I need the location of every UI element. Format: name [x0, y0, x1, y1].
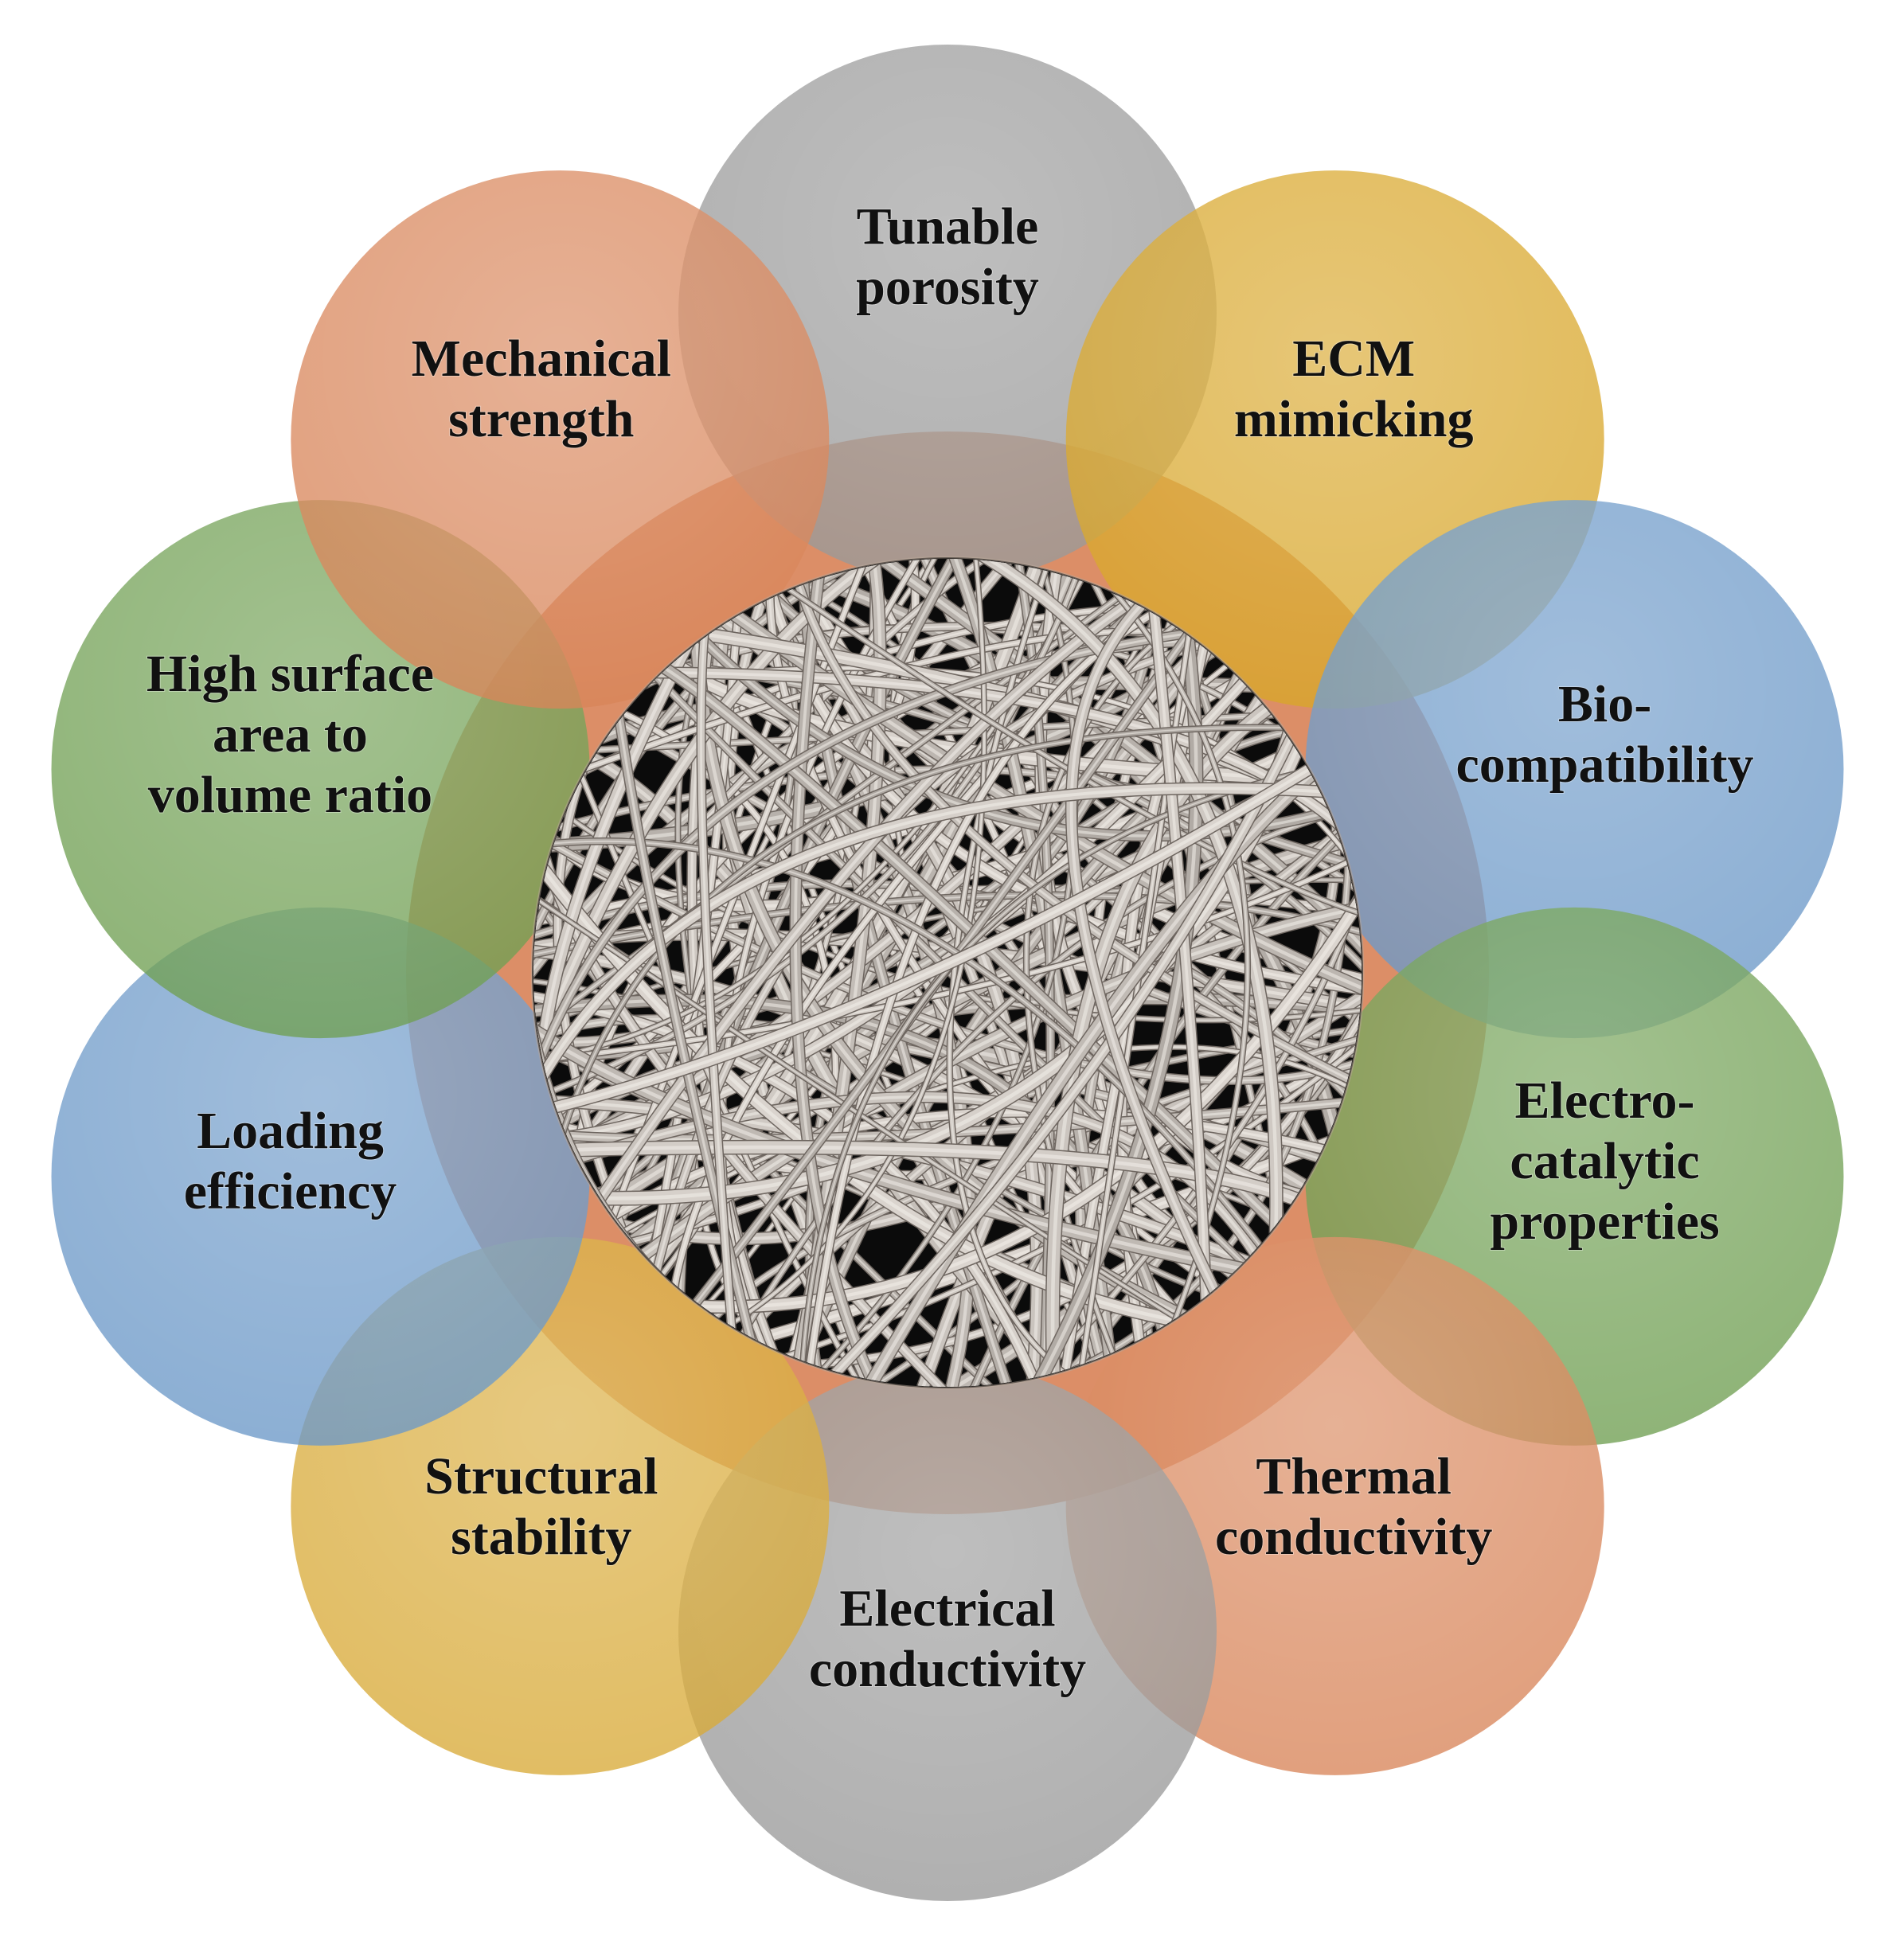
nanofiber-mesh-image	[530, 556, 1365, 1390]
label-line: ECM	[1292, 330, 1415, 388]
label-line: Loading	[197, 1102, 384, 1160]
label-line: properties	[1490, 1193, 1719, 1251]
label-line: Electrical	[839, 1579, 1055, 1638]
label-line: stability	[451, 1508, 631, 1566]
label-line: conductivity	[809, 1640, 1086, 1698]
label-line: porosity	[856, 258, 1039, 316]
label-line: volume ratio	[148, 766, 432, 824]
label-line: Tunable	[857, 197, 1039, 256]
label-line: Bio-	[1558, 675, 1651, 733]
petal-group	[51, 45, 1844, 1901]
label-line: mimicking	[1234, 390, 1474, 448]
label-line: High surface	[147, 645, 434, 703]
label-line: strength	[448, 390, 634, 448]
label-line: conductivity	[1215, 1508, 1492, 1566]
label-line: efficiency	[184, 1162, 397, 1220]
petal-sheen	[1305, 500, 1844, 1039]
label-line: catalytic	[1510, 1132, 1699, 1190]
petal-sheen	[291, 170, 830, 709]
label-line: area to	[213, 705, 368, 763]
label-line: Structural	[424, 1447, 658, 1505]
label-line: Mechanical	[412, 330, 671, 388]
label-biocompatibility: Bio-compatibility	[1456, 675, 1754, 794]
label-line: Thermal	[1256, 1447, 1452, 1505]
label-line: compatibility	[1456, 736, 1754, 794]
petal-sheen	[51, 907, 590, 1446]
label-line: Electro-	[1515, 1072, 1695, 1130]
